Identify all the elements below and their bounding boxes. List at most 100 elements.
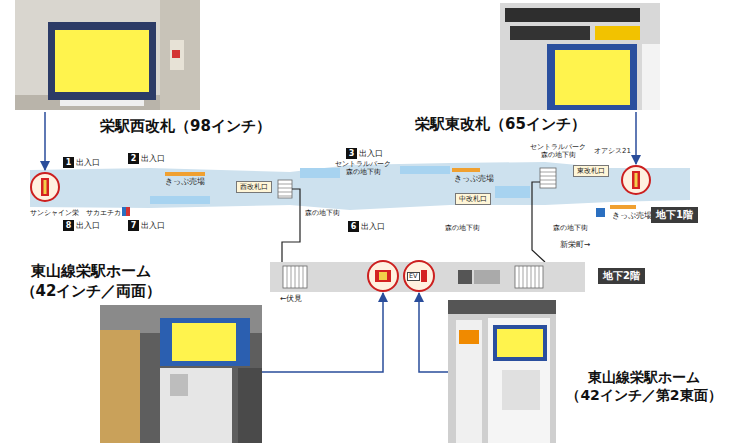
ticket-label: きっぷ売場 — [454, 175, 494, 184]
stairs-steps — [287, 266, 303, 288]
screen-frame — [493, 325, 547, 361]
signage-symbol — [44, 180, 47, 194]
direction-label: 新栄町→ — [560, 241, 590, 250]
photo-pillar — [456, 320, 482, 443]
ticket-machine — [452, 168, 480, 172]
exit-marker: 7出入口 — [128, 220, 165, 231]
ticket-label: きっぷ売場 — [165, 178, 205, 187]
area-label: オアシス21 — [594, 147, 631, 155]
restroom-icon — [126, 207, 130, 216]
platform-b2 — [270, 262, 585, 292]
screen-frame — [160, 318, 250, 366]
stairs — [540, 168, 556, 188]
area-label: セントラルパーク 森の地下街 — [528, 143, 588, 159]
exit-marker: 2出入口 — [128, 153, 165, 164]
screen — [497, 329, 543, 357]
photo-platform — [100, 305, 262, 443]
photo-pillar — [238, 368, 262, 443]
stairs — [515, 266, 543, 288]
leader-line — [419, 293, 448, 372]
callout-label: 東山線栄駅ホーム （42インチ／第2東面） — [558, 368, 730, 404]
signage-symbol — [375, 270, 391, 282]
photo-pillar — [160, 0, 200, 110]
photo-pillar — [488, 318, 550, 443]
location-marker — [404, 261, 434, 291]
photo-sign — [505, 8, 640, 22]
floor-link-line — [282, 189, 300, 262]
photo-sign-plate — [502, 370, 540, 410]
photo-wall-panel — [642, 44, 660, 110]
screen-frame — [547, 44, 637, 110]
floor-badge: 地下1階 — [651, 207, 698, 223]
ticket-label: きっぷ売場 — [612, 212, 652, 221]
area-label: 森の地下街 — [445, 224, 480, 232]
photo-sign — [595, 26, 640, 40]
photo-vent — [60, 100, 144, 106]
stairs — [278, 180, 292, 198]
exit-marker: 1出入口 — [63, 157, 100, 168]
area-label: サンシャイン栄 — [30, 209, 79, 217]
photo-poster — [170, 40, 184, 70]
callout-label: 栄駅西改札（98インチ） — [100, 117, 271, 137]
floor-name: 地下2階 — [603, 270, 640, 281]
ticket-machine — [610, 205, 636, 209]
escalator — [458, 270, 472, 284]
stairs-steps — [540, 172, 556, 184]
photo-kiosk-door — [170, 374, 188, 396]
ticket-gate-box: 東改札口 — [573, 165, 609, 177]
elevator-box: EV — [407, 272, 420, 281]
signage-symbol — [421, 270, 427, 282]
ticket-gate-box: 西改札口 — [236, 181, 272, 193]
photo-kiosk — [160, 368, 232, 443]
screen — [55, 30, 149, 92]
signage-symbol — [41, 178, 49, 196]
leader-line — [44, 112, 46, 170]
exit-number: 3 — [346, 148, 357, 159]
stairs-steps — [278, 184, 292, 196]
gate-name: 中改札口 — [459, 195, 487, 203]
location-marker — [368, 261, 398, 291]
exit-label: 出入口 — [359, 149, 383, 159]
exit-number: 2 — [128, 153, 139, 164]
exit-number: 8 — [63, 220, 74, 231]
screen — [555, 50, 630, 105]
photo-sign — [510, 26, 590, 40]
exit-label: 出入口 — [76, 158, 100, 168]
ticket-gate-box: 中改札口 — [455, 193, 491, 205]
photo-wall — [448, 300, 556, 443]
location-marker — [622, 166, 650, 194]
exit-number: 6 — [348, 221, 359, 232]
ticket-machine — [165, 172, 205, 176]
screen — [172, 323, 236, 361]
stairs-steps — [519, 266, 539, 288]
photo-sign — [459, 330, 479, 344]
exit-marker: 6出入口 — [348, 221, 385, 232]
restroom-icon — [122, 207, 130, 216]
photo-poster-mark — [172, 50, 180, 58]
floor-link-line — [532, 182, 545, 262]
photo-wall — [500, 3, 660, 110]
exit-marker: 8出入口 — [63, 220, 100, 231]
exit-number: 7 — [128, 220, 139, 231]
floor-badge: 地下2階 — [598, 268, 645, 284]
exit-label: 出入口 — [76, 221, 100, 231]
accessible-icon — [596, 208, 605, 217]
callout-label: 栄駅東改札（65インチ） — [415, 115, 586, 135]
area-label: セントラルパーク 森の地下街 — [333, 160, 393, 176]
concourse-patch — [400, 166, 450, 174]
floor-name: 地下1階 — [656, 209, 693, 220]
escalator — [474, 270, 500, 284]
exit-label: 出入口 — [141, 221, 165, 231]
concourse-patch — [495, 186, 530, 198]
concourse-patch — [150, 196, 210, 204]
leader-line — [262, 293, 383, 372]
gate-name: 西改札口 — [240, 183, 268, 191]
area-label: 森の地下街 — [553, 224, 588, 232]
photo-ceiling — [448, 300, 556, 314]
signage-symbol — [635, 173, 638, 187]
signage-symbol — [632, 171, 640, 189]
exit-marker: 3出入口 — [346, 148, 383, 159]
exit-label: 出入口 — [361, 222, 385, 232]
area-label: 森の地下街 — [305, 209, 340, 217]
